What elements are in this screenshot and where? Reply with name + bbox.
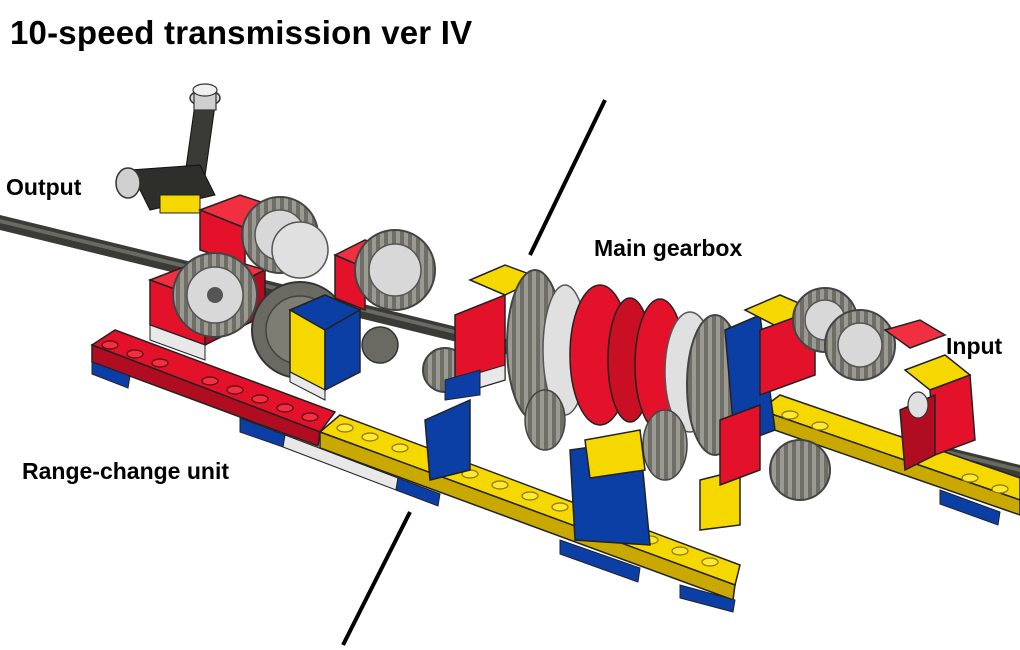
main-gearbox — [424, 264, 817, 546]
label-output: Output — [6, 174, 82, 200]
input-assembly — [769, 287, 976, 501]
page-title: 10-speed transmission ver IV — [10, 14, 473, 51]
label-input: Input — [946, 333, 1003, 359]
label-main-gearbox: Main gearbox — [594, 235, 743, 261]
label-range-change-unit: Range-change unit — [22, 458, 230, 484]
leader-line-range-change — [341, 511, 412, 646]
output-shaft-joint — [115, 83, 221, 214]
leader-line-main-gearbox — [528, 99, 607, 256]
plate-studs — [101, 340, 319, 422]
base-plate-yellow-right — [758, 394, 1020, 526]
range-change-unit — [147, 194, 468, 401]
